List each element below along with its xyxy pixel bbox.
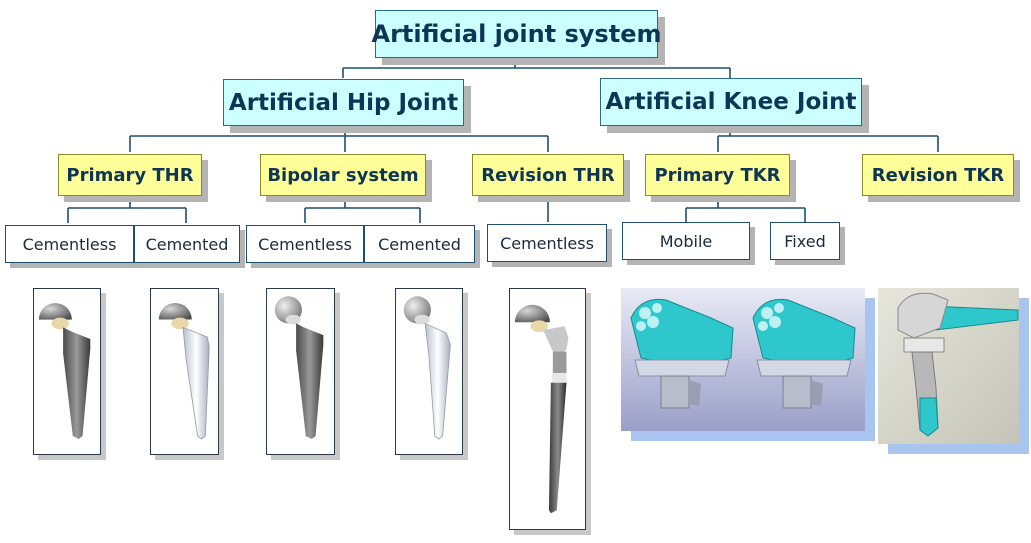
primary-tkr-fixed-node: Fixed: [770, 222, 840, 260]
bipolar-cementless-node: Cementless: [246, 225, 364, 263]
root-node: Artificial joint system: [372, 10, 661, 58]
primary-tkr-node: Primary TKR: [645, 154, 790, 196]
bipolar-system-node: Bipolar system: [260, 154, 426, 196]
revision-tkr-node: Revision TKR: [862, 154, 1014, 196]
knee-joint-label: Artificial Knee Joint: [605, 89, 857, 115]
primary-thr-cemented-node: Cemented: [134, 225, 240, 263]
type-label: Cementless: [22, 234, 117, 254]
primary-thr-node: Primary THR: [58, 154, 202, 196]
primary-tkr-mobile-node: Mobile: [622, 222, 750, 260]
hip-implant-image-bipolar-cementless: [266, 288, 335, 455]
hip-implant-image-cemented: [150, 288, 219, 455]
revision-thr-label: Revision THR: [481, 164, 615, 186]
primary-tkr-label: Primary TKR: [654, 164, 781, 186]
knee-joint-node: Artificial Knee Joint: [600, 78, 862, 126]
hip-joint-node: Artificial Hip Joint: [223, 79, 464, 126]
revision-thr-node: Revision THR: [472, 154, 624, 196]
root-label: Artificial joint system: [371, 20, 662, 48]
type-label: Cemented: [145, 234, 229, 254]
revision-thr-cementless-node: Cementless: [487, 224, 607, 262]
hip-implant-image-revision: [509, 288, 586, 530]
hip-implant-image-cementless: [33, 288, 101, 455]
knee-implant-image-revision: [878, 288, 1019, 444]
hip-implant-image-bipolar-cemented: [395, 288, 463, 455]
type-label: Fixed: [784, 231, 826, 251]
primary-thr-cementless-node: Cementless: [5, 225, 134, 263]
type-label: Cemented: [378, 234, 461, 254]
revision-tkr-label: Revision TKR: [871, 164, 1005, 186]
type-label: Mobile: [659, 231, 713, 251]
bipolar-cemented-node: Cemented: [364, 225, 475, 263]
type-label: Cementless: [500, 233, 594, 253]
type-label: Cementless: [258, 234, 352, 254]
bipolar-system-label: Bipolar system: [267, 164, 419, 186]
knee-implant-image-mobile: [621, 288, 743, 431]
knee-implant-image-fixed: [743, 288, 865, 431]
hip-joint-label: Artificial Hip Joint: [228, 89, 459, 116]
primary-thr-label: Primary THR: [66, 164, 194, 186]
